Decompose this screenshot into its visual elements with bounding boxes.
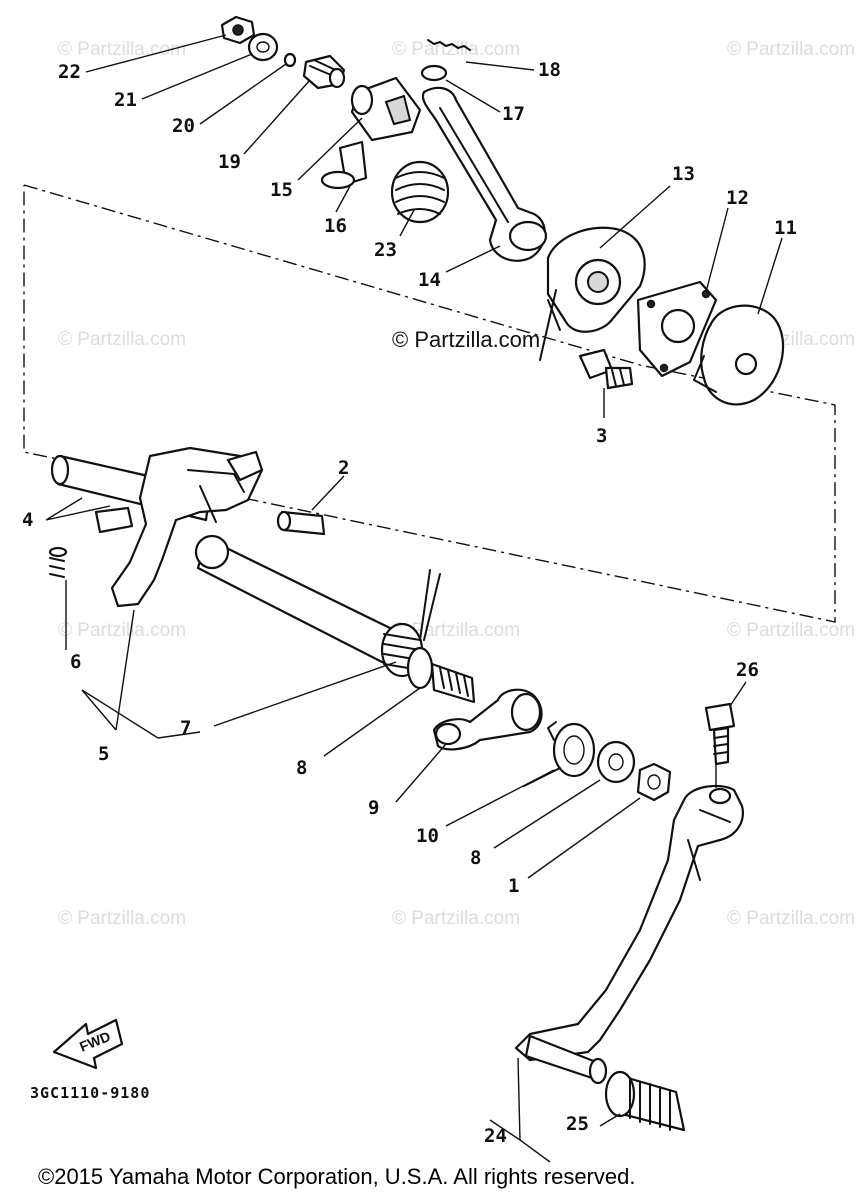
part-1-nut bbox=[636, 762, 672, 802]
part-6-spring bbox=[48, 546, 68, 578]
part-20-circlip bbox=[283, 52, 297, 68]
callout-4: 4 bbox=[22, 509, 33, 531]
callouts: 22 21 20 19 15 16 23 14 18 17 13 12 11 3… bbox=[22, 59, 797, 1147]
callout-5: 5 bbox=[98, 743, 109, 765]
callout-15: 15 bbox=[270, 179, 293, 201]
watermark-text: © Partzilla.com bbox=[58, 908, 186, 929]
part-24-shift-pedal bbox=[514, 784, 744, 1085]
watermark-text: © Partzilla.com bbox=[58, 39, 186, 60]
part-2-pin bbox=[276, 510, 326, 536]
part-16-pin bbox=[320, 140, 368, 190]
callout-21: 21 bbox=[114, 89, 137, 111]
callout-23: 23 bbox=[374, 239, 397, 261]
callout-16: 16 bbox=[324, 215, 347, 237]
callout-6: 6 bbox=[70, 651, 81, 673]
callout-14: 14 bbox=[418, 269, 441, 291]
part-25-rubber bbox=[604, 1070, 686, 1132]
part-10-spring bbox=[523, 721, 596, 787]
part-18-spring bbox=[427, 39, 471, 51]
callout-9: 9 bbox=[368, 797, 379, 819]
center-watermark-text: © Partzilla.com bbox=[392, 327, 540, 352]
fwd-arrow: FWD bbox=[52, 1018, 124, 1070]
callout-20: 20 bbox=[172, 115, 195, 137]
callout-22: 22 bbox=[58, 61, 81, 83]
callout-25: 25 bbox=[566, 1113, 589, 1135]
part-7-shaft bbox=[194, 534, 396, 666]
part-15-holder bbox=[350, 76, 422, 142]
watermark-text: © Partzilla.com bbox=[392, 908, 520, 929]
callout-18: 18 bbox=[538, 59, 561, 81]
part-21-washer bbox=[247, 32, 279, 62]
callout-19: 19 bbox=[218, 151, 241, 173]
part-4-shift-shaft bbox=[50, 446, 264, 608]
copyright-text: ©2015 Yamaha Motor Corporation, U.S.A. A… bbox=[38, 1164, 635, 1189]
watermark-text: © Partzilla.com bbox=[727, 908, 855, 929]
watermark-text: © Partzilla.com bbox=[392, 39, 520, 60]
part-19-bolt bbox=[302, 54, 346, 90]
callout-11: 11 bbox=[774, 217, 797, 239]
callout-3: 3 bbox=[596, 425, 607, 447]
part-13-cam-plate bbox=[539, 226, 646, 361]
callout-2: 2 bbox=[338, 457, 349, 479]
callout-17: 17 bbox=[502, 103, 525, 125]
callout-24: 24 bbox=[484, 1125, 507, 1147]
center-watermark: © Partzilla.com bbox=[392, 327, 540, 352]
assembly-outline bbox=[23, 184, 836, 623]
callout-13: 13 bbox=[672, 163, 695, 185]
part-8-collar bbox=[406, 646, 476, 704]
part-12-plate bbox=[636, 280, 718, 378]
watermark-text: © Partzilla.com bbox=[58, 329, 186, 350]
callout-10: 10 bbox=[416, 825, 439, 847]
callout-7: 7 bbox=[180, 717, 191, 739]
part-11-cover bbox=[693, 304, 785, 406]
watermark-text: © Partzilla.com bbox=[727, 39, 855, 60]
callout-12: 12 bbox=[726, 187, 749, 209]
callout-8: 8 bbox=[470, 847, 481, 869]
watermark-text: © Partzilla.com bbox=[727, 620, 855, 641]
part-9-lever bbox=[432, 688, 543, 751]
diagram-code-text: 3GC1110-9180 bbox=[30, 1084, 150, 1102]
part-26-bolt bbox=[704, 702, 736, 766]
part-3-bolt bbox=[578, 348, 634, 390]
leader-lines bbox=[45, 34, 783, 1163]
diagram-code: 3GC1110-9180 bbox=[30, 1084, 150, 1102]
part-14-arm bbox=[421, 86, 548, 262]
part-23-spring bbox=[390, 160, 450, 224]
watermark-text: © Partzilla.com bbox=[58, 620, 186, 641]
part-22-nut bbox=[220, 15, 256, 45]
callout-1: 1 bbox=[508, 875, 519, 897]
callout-26: 26 bbox=[736, 659, 759, 681]
callout-8: 8 bbox=[296, 757, 307, 779]
part-17-clip bbox=[420, 64, 448, 82]
copyright-notice: ©2015 Yamaha Motor Corporation, U.S.A. A… bbox=[38, 1164, 635, 1189]
part-8b-washer bbox=[596, 740, 636, 784]
